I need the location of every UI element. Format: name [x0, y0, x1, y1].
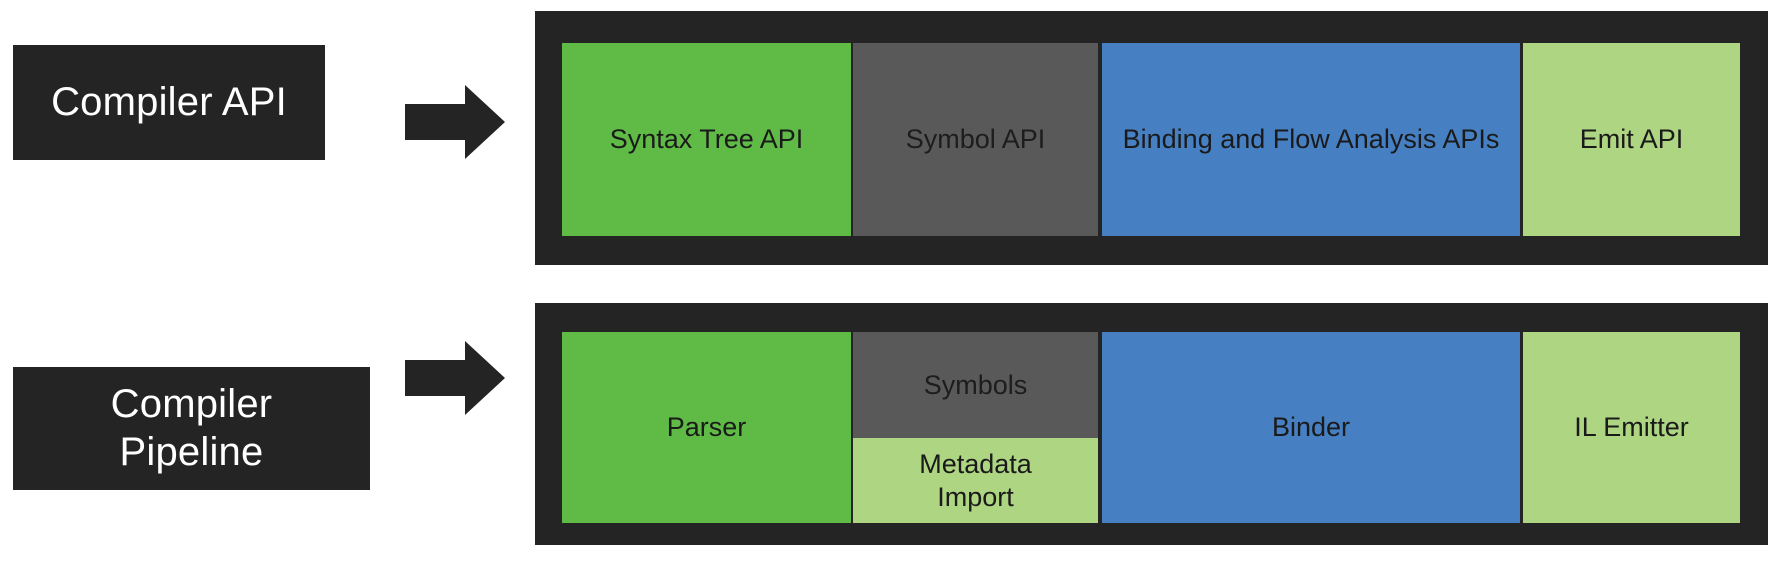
stage-binding-and-flow-analysis-apis-label: Binding and Flow Analysis APIs: [1122, 124, 1500, 155]
compiler-api-label-text: Compiler API: [51, 79, 287, 124]
stage-symbols[interactable]: Symbols Metadata Import: [853, 332, 1098, 523]
stage-syntax-tree-api-label: Syntax Tree API: [609, 124, 804, 155]
stage-il-emitter[interactable]: IL Emitter: [1523, 332, 1740, 523]
right-arrow-icon: [405, 341, 505, 415]
stage-syntax-tree-api[interactable]: Syntax Tree API: [562, 43, 851, 236]
stage-emit-api-label: Emit API: [1579, 124, 1684, 155]
stage-symbol-api-label: Symbol API: [905, 124, 1046, 155]
compiler-pipeline-label-box: Compiler Pipeline: [13, 367, 370, 490]
stage-symbols-upper[interactable]: Symbols: [853, 332, 1098, 438]
compiler-pipeline-band: Parser Symbols Metadata Import Binder IL…: [535, 303, 1768, 545]
stage-parser-label: Parser: [666, 412, 747, 443]
stage-binder[interactable]: Binder: [1102, 332, 1520, 523]
stage-metadata-import-line1: Metadata: [919, 449, 1032, 480]
stage-metadata-import[interactable]: Metadata Import: [853, 438, 1098, 523]
stage-metadata-import-line2: Import: [937, 481, 1014, 512]
compiler-pipeline-label-line1: Compiler: [110, 382, 273, 427]
compiler-api-label-box: Compiler API: [13, 45, 325, 160]
stage-il-emitter-label: IL Emitter: [1574, 412, 1689, 443]
stage-parser[interactable]: Parser: [562, 332, 851, 523]
right-arrow-icon: [405, 85, 505, 159]
stage-binder-label: Binder: [1271, 412, 1351, 443]
compiler-api-band: Syntax Tree API Symbol API Binding and F…: [535, 11, 1768, 265]
stage-symbols-label: Symbols: [923, 369, 1028, 400]
stage-emit-api[interactable]: Emit API: [1523, 43, 1740, 236]
compiler-pipeline-label-line2: Pipeline: [119, 429, 264, 474]
stage-binding-and-flow-analysis-apis[interactable]: Binding and Flow Analysis APIs: [1102, 43, 1520, 236]
stage-symbol-api[interactable]: Symbol API: [853, 43, 1098, 236]
